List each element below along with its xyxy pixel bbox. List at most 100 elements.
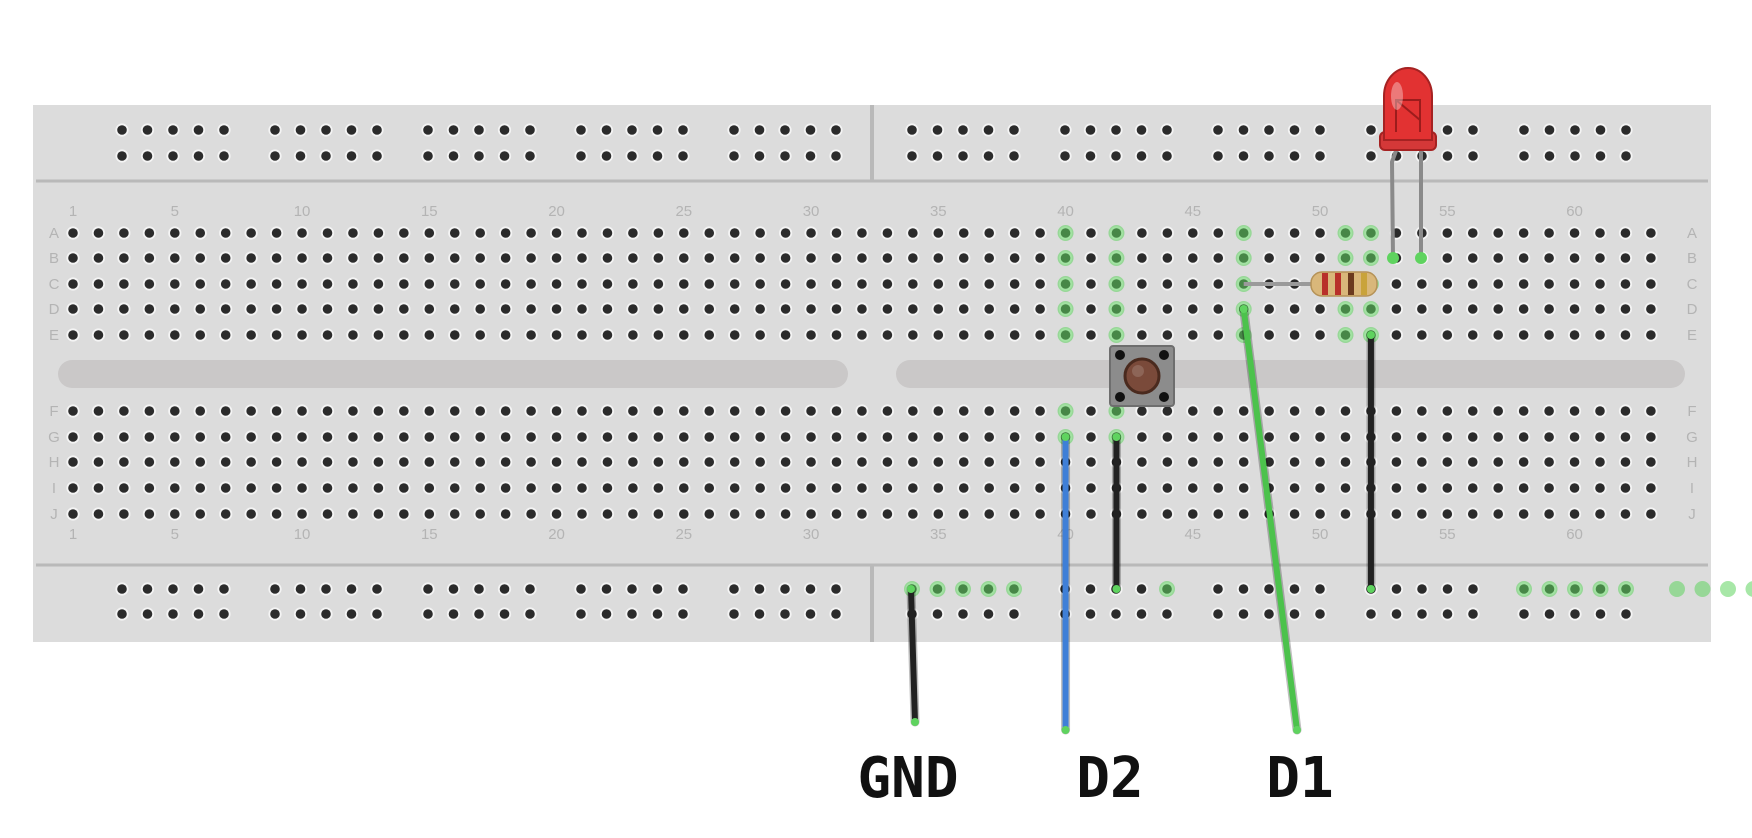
column-label-top-15: 15 bbox=[421, 203, 438, 220]
rail-hole bbox=[448, 125, 459, 135]
hole bbox=[1646, 406, 1656, 416]
hole bbox=[68, 509, 78, 519]
rail-hole bbox=[219, 584, 229, 594]
hole bbox=[220, 330, 231, 340]
rail-hole bbox=[958, 609, 968, 619]
rail-hole bbox=[1162, 125, 1172, 135]
rail-hole bbox=[780, 609, 790, 619]
hole bbox=[1518, 253, 1529, 263]
hole bbox=[1595, 406, 1605, 416]
rail-hole bbox=[805, 151, 816, 161]
hole bbox=[297, 406, 307, 416]
hole bbox=[1213, 483, 1224, 493]
hole bbox=[958, 406, 969, 416]
row-label-left-I: I bbox=[52, 480, 56, 497]
hole bbox=[93, 279, 104, 289]
hole bbox=[780, 279, 791, 289]
hole bbox=[1620, 432, 1631, 442]
hole bbox=[1442, 457, 1453, 467]
hole bbox=[1009, 304, 1020, 314]
rail-hole bbox=[1085, 125, 1096, 135]
rail-hole bbox=[627, 151, 637, 161]
hole bbox=[882, 330, 893, 340]
rail-hole bbox=[321, 151, 331, 161]
hole bbox=[653, 304, 664, 314]
hole bbox=[551, 509, 562, 519]
hole bbox=[1086, 509, 1096, 519]
hole bbox=[220, 509, 231, 519]
connection-highlight bbox=[1720, 581, 1736, 597]
hole bbox=[1289, 406, 1300, 416]
resistor-body bbox=[1310, 271, 1378, 297]
hole bbox=[424, 304, 435, 314]
hole bbox=[933, 304, 944, 314]
hole bbox=[551, 253, 562, 263]
rail-hole bbox=[1621, 151, 1631, 161]
rail-hole bbox=[1519, 151, 1529, 161]
hole bbox=[780, 228, 791, 238]
hole bbox=[271, 457, 282, 467]
hole bbox=[984, 330, 994, 340]
rail-hole bbox=[1111, 151, 1121, 161]
hole bbox=[348, 253, 358, 263]
hole bbox=[1467, 457, 1478, 467]
row-label-right-G: G bbox=[1686, 429, 1698, 446]
hole bbox=[1009, 432, 1020, 442]
rail-hole bbox=[1060, 151, 1070, 161]
hole bbox=[1467, 509, 1478, 519]
hole bbox=[1162, 279, 1173, 289]
hole bbox=[348, 483, 358, 493]
hole bbox=[806, 457, 816, 467]
hole bbox=[551, 228, 562, 238]
hole bbox=[704, 509, 715, 519]
rail-hole bbox=[321, 584, 331, 594]
rail-hole bbox=[1468, 609, 1478, 619]
hole bbox=[1417, 483, 1427, 493]
hole bbox=[958, 253, 969, 263]
rail-hole bbox=[601, 125, 612, 135]
hole bbox=[297, 253, 307, 263]
hole bbox=[1493, 406, 1503, 416]
hole bbox=[908, 279, 918, 289]
row-label-left-A: A bbox=[49, 225, 59, 242]
hole bbox=[780, 253, 791, 263]
hole bbox=[1086, 279, 1096, 289]
hole bbox=[424, 457, 435, 467]
hole bbox=[729, 304, 740, 314]
hole bbox=[984, 483, 994, 493]
hole bbox=[704, 330, 715, 340]
hole bbox=[526, 279, 536, 289]
hole bbox=[729, 330, 740, 340]
hole bbox=[1162, 253, 1173, 263]
hole bbox=[119, 509, 129, 519]
hole bbox=[348, 228, 358, 238]
hole bbox=[958, 304, 969, 314]
connection-highlight bbox=[1108, 301, 1125, 317]
hole bbox=[679, 228, 689, 238]
hole bbox=[1391, 279, 1402, 289]
hole bbox=[144, 279, 155, 289]
hole bbox=[1518, 330, 1529, 340]
hole bbox=[729, 253, 740, 263]
hole bbox=[424, 330, 435, 340]
hole bbox=[857, 483, 867, 493]
hole bbox=[577, 253, 587, 263]
row-label-left-D: D bbox=[49, 301, 60, 318]
rail-hole bbox=[1213, 584, 1223, 594]
hole bbox=[246, 253, 256, 263]
hole bbox=[831, 253, 842, 263]
hole bbox=[475, 279, 486, 289]
hole bbox=[958, 432, 969, 442]
hole bbox=[220, 304, 231, 314]
rail-hole bbox=[1417, 609, 1427, 619]
d1-label: D1 bbox=[1266, 746, 1333, 811]
rail-hole bbox=[1519, 125, 1529, 135]
hole bbox=[1442, 253, 1453, 263]
hole bbox=[1086, 406, 1096, 416]
hole bbox=[1213, 253, 1224, 263]
hole bbox=[297, 279, 307, 289]
hole bbox=[577, 432, 587, 442]
hole bbox=[1315, 253, 1325, 263]
hole bbox=[1289, 228, 1300, 238]
rail-hole bbox=[678, 609, 688, 619]
